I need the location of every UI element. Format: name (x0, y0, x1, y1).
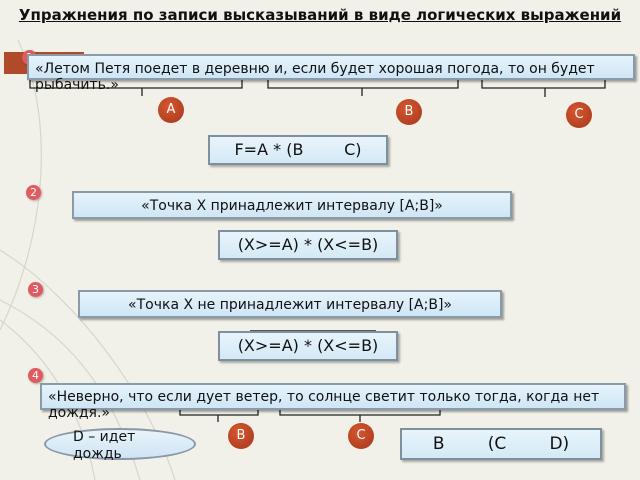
badge-b: B (396, 99, 422, 125)
badge-b-4: B (228, 423, 254, 449)
badge-c-4: C (348, 423, 374, 449)
brackets-ex1 (29, 77, 606, 97)
exercise-number-4: 4 (28, 368, 43, 383)
badge-c: C (566, 102, 592, 128)
statement-box-2: «Точка Х принадлежит интервалу [A;B]» (72, 191, 512, 219)
badge-a: A (158, 97, 184, 123)
page-title: Упражнения по записи высказываний в виде… (18, 6, 622, 24)
statement-text-3: «Точка Х не принадлежит интервалу [A;B]» (128, 297, 452, 313)
statement-box-4: «Неверно, что если дует ветер, то солнце… (40, 383, 626, 421)
statement-text-2: «Точка Х принадлежит интервалу [A;B]» (141, 198, 443, 214)
formula-box-3: (X>=A) * (X<=B) (218, 331, 398, 361)
brackets-ex4 (179, 407, 441, 422)
statement-text-1: «Летом Петя поедет в деревню и, если буд… (35, 61, 595, 93)
formula-text-1: F=A * (B C) (234, 140, 362, 159)
formula-text-3: (X>=A) * (X<=B) (237, 336, 379, 355)
statement-text-4: «Неверно, что если дует ветер, то солнце… (48, 389, 600, 421)
formula-text-4: B (C D) (432, 434, 570, 454)
hint-ellipse (44, 428, 196, 460)
exercise-number-3: 3 (28, 282, 43, 297)
statement-box-1: «Летом Петя поедет в деревню и, если буд… (27, 54, 635, 93)
hint-text: D – идет дождь (73, 429, 136, 462)
formula-box-2: (X>=A) * (X<=B) (218, 230, 398, 260)
statement-box-3: «Точка Х не принадлежит интервалу [A;B]» (78, 290, 502, 318)
exercise-number-2: 2 (26, 185, 41, 200)
formula-box-1: F=A * (B C) (208, 135, 388, 165)
formula-box-4: B (C D) (400, 428, 602, 460)
formula-text-2: (X>=A) * (X<=B) (237, 235, 379, 254)
